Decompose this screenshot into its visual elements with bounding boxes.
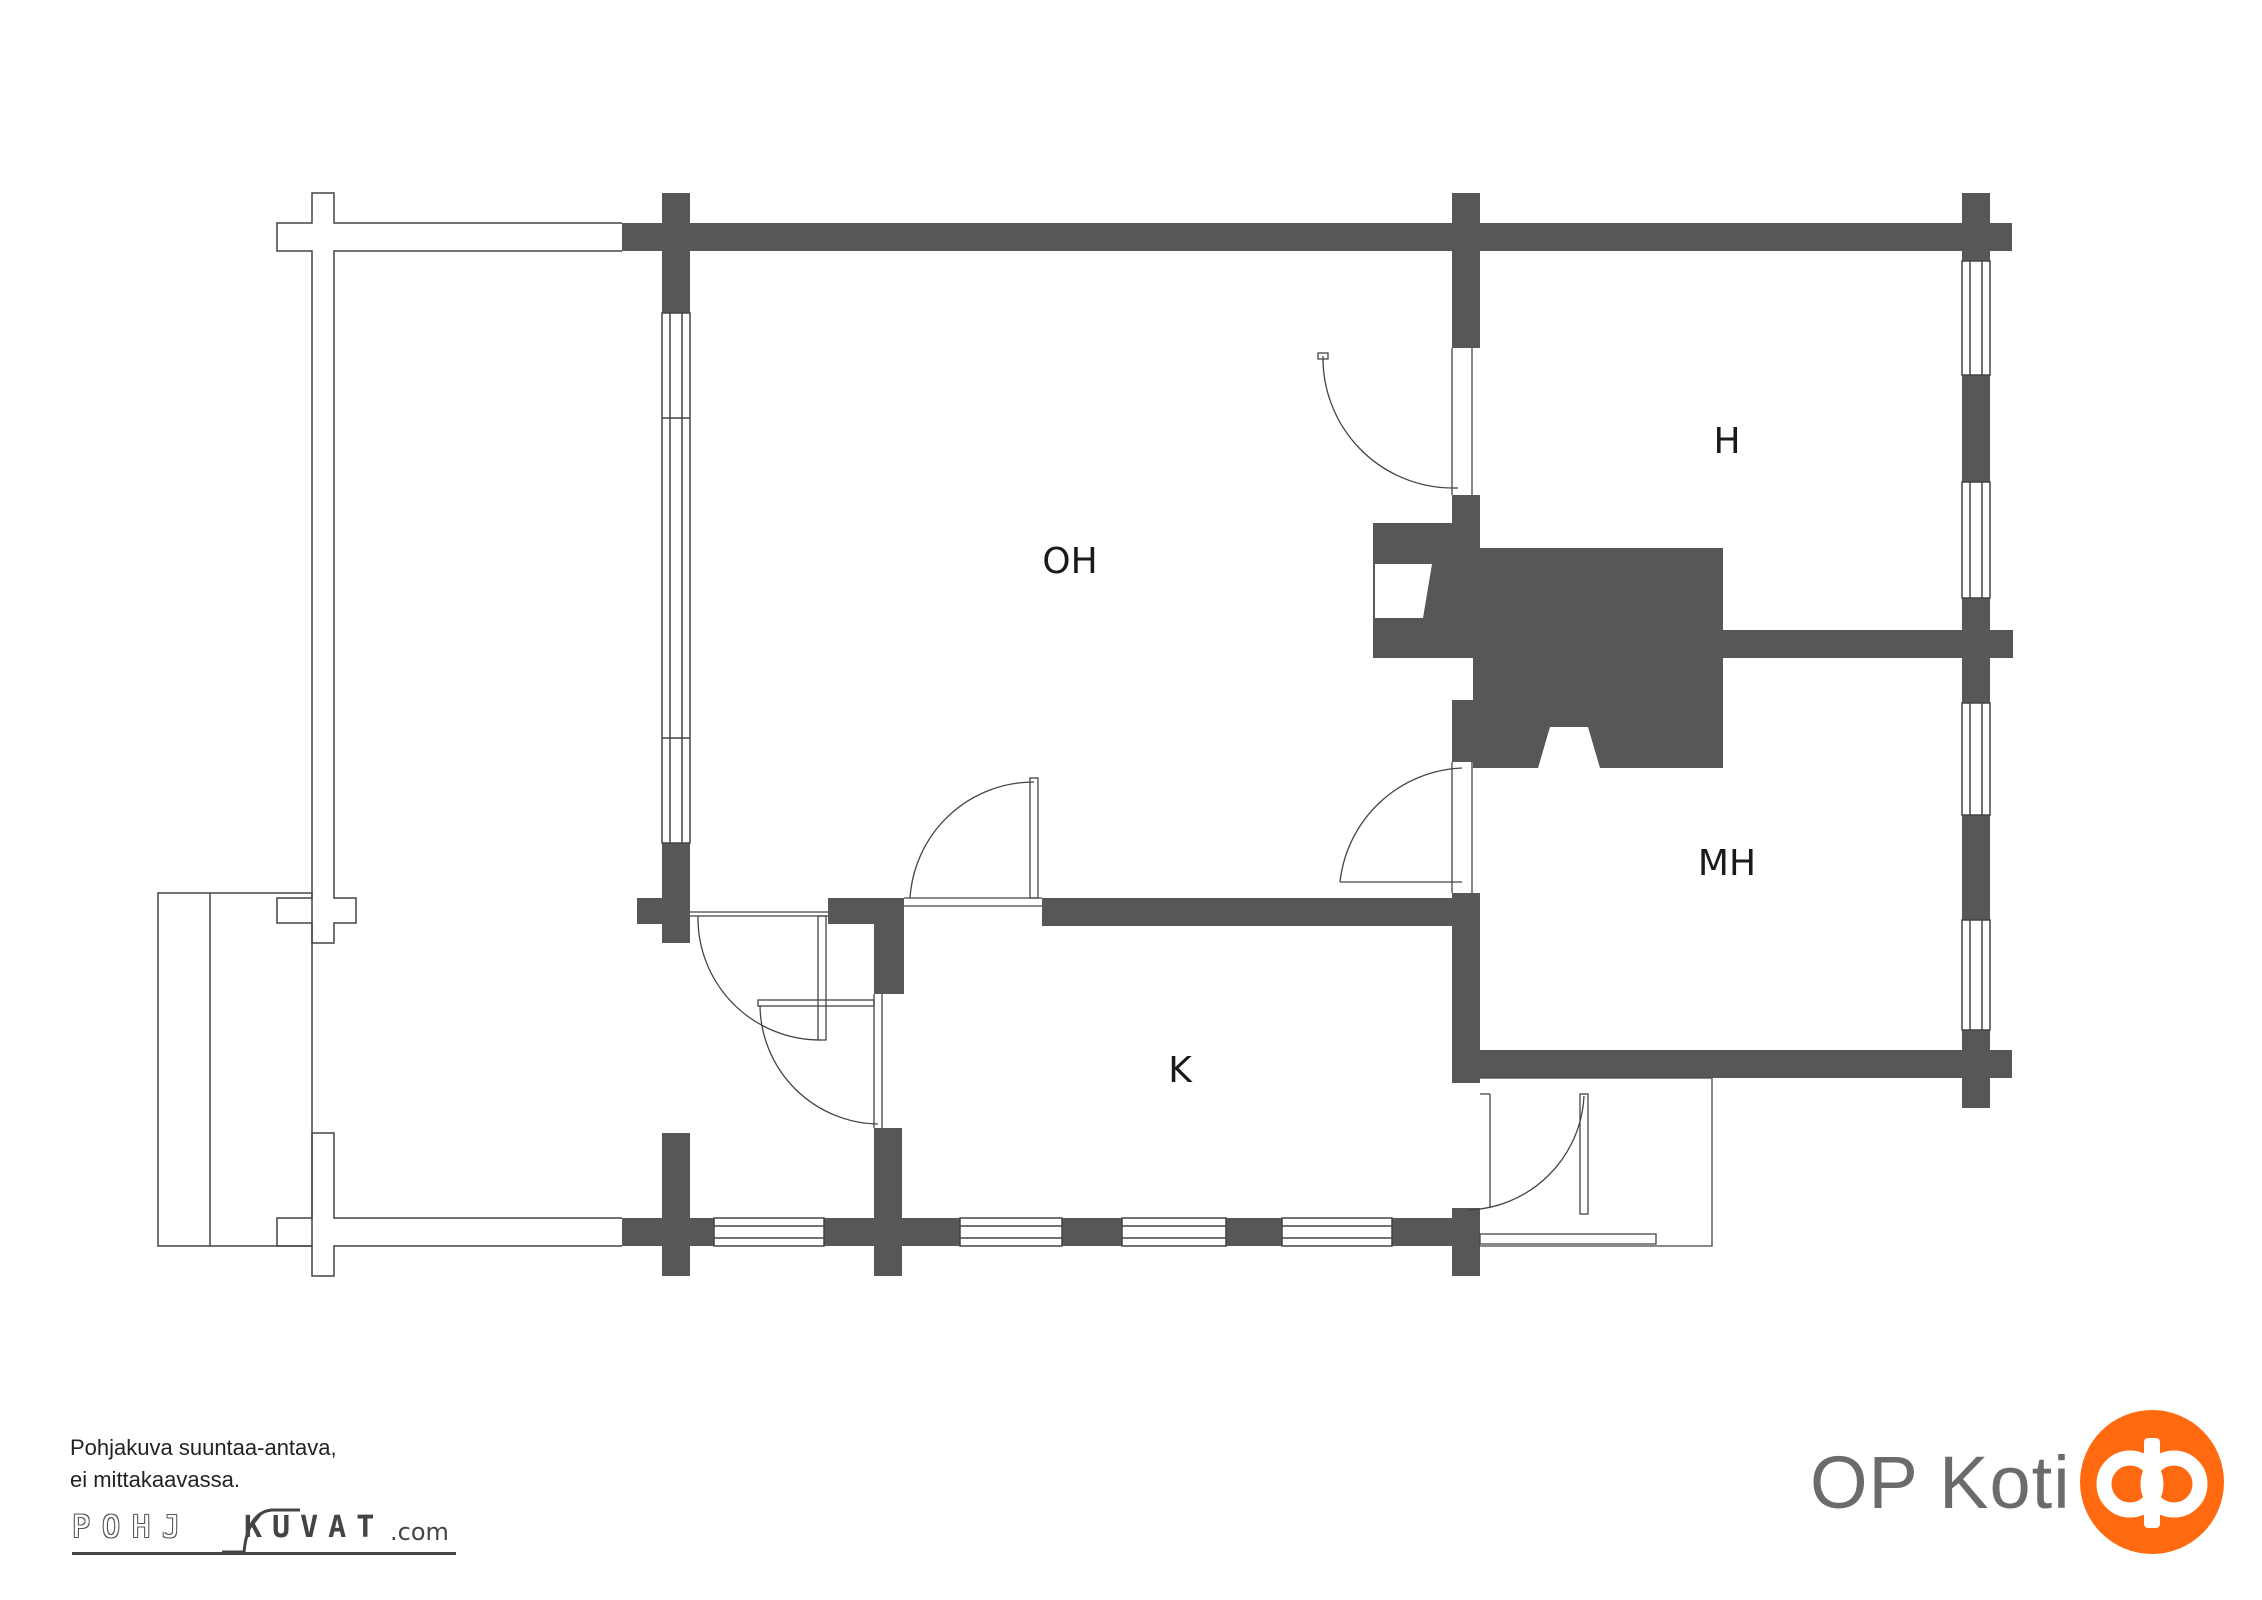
logo-arch-icon — [222, 1508, 300, 1554]
logo-text-left: POHJ — [72, 1510, 193, 1545]
windows — [661, 260, 1991, 1247]
walls — [622, 193, 2013, 1276]
room-label-mh: MH — [1698, 843, 1756, 884]
logo-text-right: KUVAT — [244, 1510, 385, 1545]
logo-underline — [72, 1552, 456, 1555]
disclaimer-line-2: ei mittakaavassa. — [70, 1467, 240, 1492]
doors — [690, 348, 1713, 1247]
room-label-oh: OH — [1042, 541, 1097, 582]
room-label-h: H — [1713, 421, 1740, 462]
logo-text-suffix: .com — [390, 1518, 449, 1546]
disclaimer-note: Pohjakuva suuntaa-antava, ei mittakaavas… — [70, 1432, 337, 1496]
op-koti-name: OP Koti — [1810, 1441, 2071, 1524]
op-logo-icon — [2080, 1410, 2224, 1554]
fireplace — [1375, 564, 1600, 768]
pohjakuvat-logo: POHJ KUVAT .com — [72, 1506, 462, 1558]
room-label-k: K — [1168, 1050, 1193, 1091]
disclaimer-line-1: Pohjakuva suuntaa-antava, — [70, 1435, 337, 1460]
terrace-outline — [157, 192, 622, 1277]
